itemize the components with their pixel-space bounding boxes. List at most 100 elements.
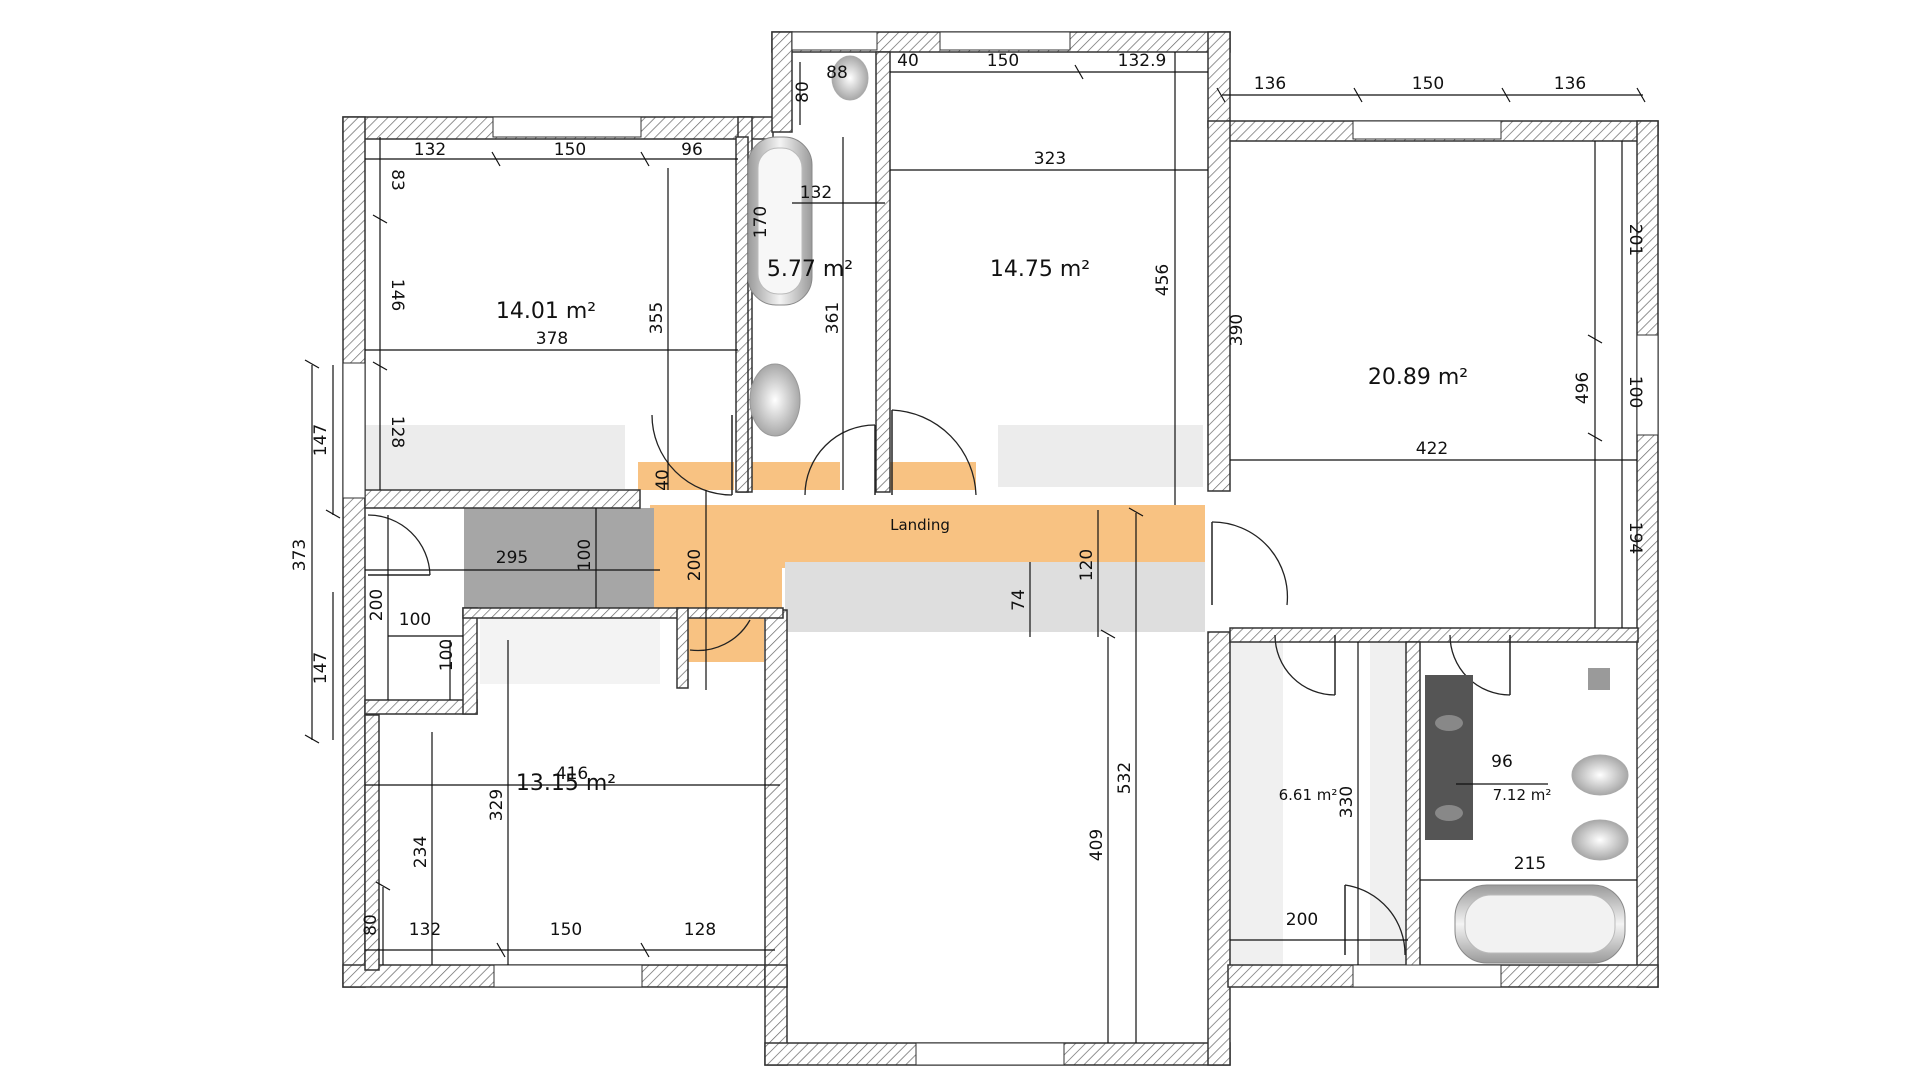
window (493, 964, 643, 988)
dimension-label: 200 (685, 549, 705, 581)
dimension-tick (1587, 432, 1603, 442)
dimension-tick (372, 361, 388, 371)
dimension-ticks (304, 64, 1646, 958)
dimension-tick (304, 359, 320, 369)
wall (1229, 627, 1639, 643)
dimension-tick (640, 942, 650, 958)
dimension-tick (1636, 87, 1646, 103)
dimension-label: 355 (647, 302, 667, 334)
wall (462, 607, 784, 619)
wall (676, 607, 689, 689)
room-area-bedroom-2: 14.75 m² (990, 257, 1090, 282)
dimension-tick (372, 214, 388, 224)
wall (1207, 631, 1231, 1066)
room-area-bathroom-2: 7.12 m² (1493, 786, 1552, 804)
dimension-label: 373 (290, 539, 310, 571)
dimension-label: 390 (1227, 314, 1247, 346)
landing-floor (650, 505, 1205, 568)
dimension-tick (1353, 87, 1363, 103)
dimension-label: 422 (1416, 439, 1448, 459)
dimension-label: 409 (1087, 829, 1107, 861)
dimension-tick (491, 151, 501, 167)
dimension-label: 74 (1009, 589, 1029, 611)
dimension-label: 40 (653, 469, 673, 491)
dimension-label: 170 (751, 206, 771, 238)
dimension-label: 100 (437, 639, 457, 671)
doors (367, 409, 1511, 956)
dimension-label: 234 (411, 836, 431, 868)
room-area-bedroom-4: 13.15 m² (516, 771, 616, 796)
dimension-label: 100 (575, 539, 595, 571)
dimension-label: 83 (387, 169, 407, 191)
door-bedroom-1 (651, 414, 733, 496)
dimension-label: 132 (800, 183, 832, 203)
dimension-label: 456 (1153, 264, 1173, 296)
dimension-label: 100 (399, 610, 431, 630)
door-sill-bedroom-2 (888, 462, 976, 490)
wall (342, 116, 366, 988)
sink-icon (1435, 715, 1463, 731)
door-dressing (1274, 634, 1336, 696)
dimension-label: 532 (1115, 762, 1135, 794)
dimension-label: 96 (681, 140, 703, 160)
walls (342, 31, 1659, 1066)
bidet-icon (1571, 819, 1629, 861)
dimension-tick (304, 734, 320, 744)
door-sill-bedroom-4 (688, 618, 764, 662)
window (1352, 964, 1502, 988)
dimension-label: 136 (1254, 74, 1286, 94)
dimension-label: 150 (554, 140, 586, 160)
dimension-label: 96 (1491, 752, 1513, 772)
dimension-tick (1074, 64, 1084, 80)
room-area-bathroom-1: 5.77 m² (767, 257, 853, 282)
window (342, 362, 366, 499)
dimension-tick (1100, 629, 1116, 639)
wall (1405, 641, 1421, 968)
wardrobe-strip-dressing-2 (1370, 642, 1406, 965)
dimension-label: 329 (487, 789, 507, 821)
dimension-tick (640, 151, 650, 167)
room-area-bedroom-1: 14.01 m² (496, 299, 596, 324)
door-bedroom-4 (689, 619, 751, 652)
window (1636, 334, 1659, 436)
dimension-label: 136 (1554, 74, 1586, 94)
wardrobe-strip-dressing (1228, 642, 1283, 965)
room-area-dressing: 6.61 m² (1279, 786, 1338, 804)
room-area-bedroom-3: 20.89 m² (1368, 365, 1468, 390)
dimension-label: 88 (826, 63, 848, 83)
floor-fills (365, 425, 1406, 965)
dimension-label: 295 (496, 548, 528, 568)
sink-icon (1435, 805, 1463, 821)
dimension-label: 128 (387, 416, 407, 448)
dimension-label: 215 (1514, 854, 1546, 874)
dimension-labels: 136 150 136 40 150 132.9 88 80 132 150 9… (290, 51, 1645, 940)
window (915, 1042, 1065, 1066)
dimension-label: 150 (987, 51, 1019, 71)
dimension-label: 146 (387, 279, 407, 311)
dimension-label: 496 (1573, 372, 1593, 404)
window (791, 31, 878, 51)
dimension-label: 200 (1286, 910, 1318, 930)
wall (764, 609, 788, 1066)
toilet-icon (1571, 754, 1629, 796)
dimension-tick (325, 509, 341, 519)
dimension-label: 194 (1625, 522, 1645, 554)
dimension-label: 150 (1412, 74, 1444, 94)
dimension-label: 330 (1337, 786, 1357, 818)
dimension-label: 201 (1625, 224, 1645, 256)
window (492, 116, 642, 138)
wardrobe-strip-bedroom-4 (480, 614, 660, 684)
toilet-icon (831, 55, 869, 101)
dimension-tick (1501, 87, 1511, 103)
dimension-label: 416 (556, 764, 588, 784)
wall (462, 607, 478, 715)
door-sill-bedroom-1 (638, 462, 734, 490)
wall (771, 31, 793, 133)
dimension-label: 120 (1077, 549, 1097, 581)
dimension-label: 323 (1034, 149, 1066, 169)
wall (1207, 120, 1231, 492)
wall (364, 489, 641, 509)
storage-strip (785, 562, 1205, 632)
dimension-lines (311, 52, 1643, 1043)
dimension-label: 378 (536, 329, 568, 349)
